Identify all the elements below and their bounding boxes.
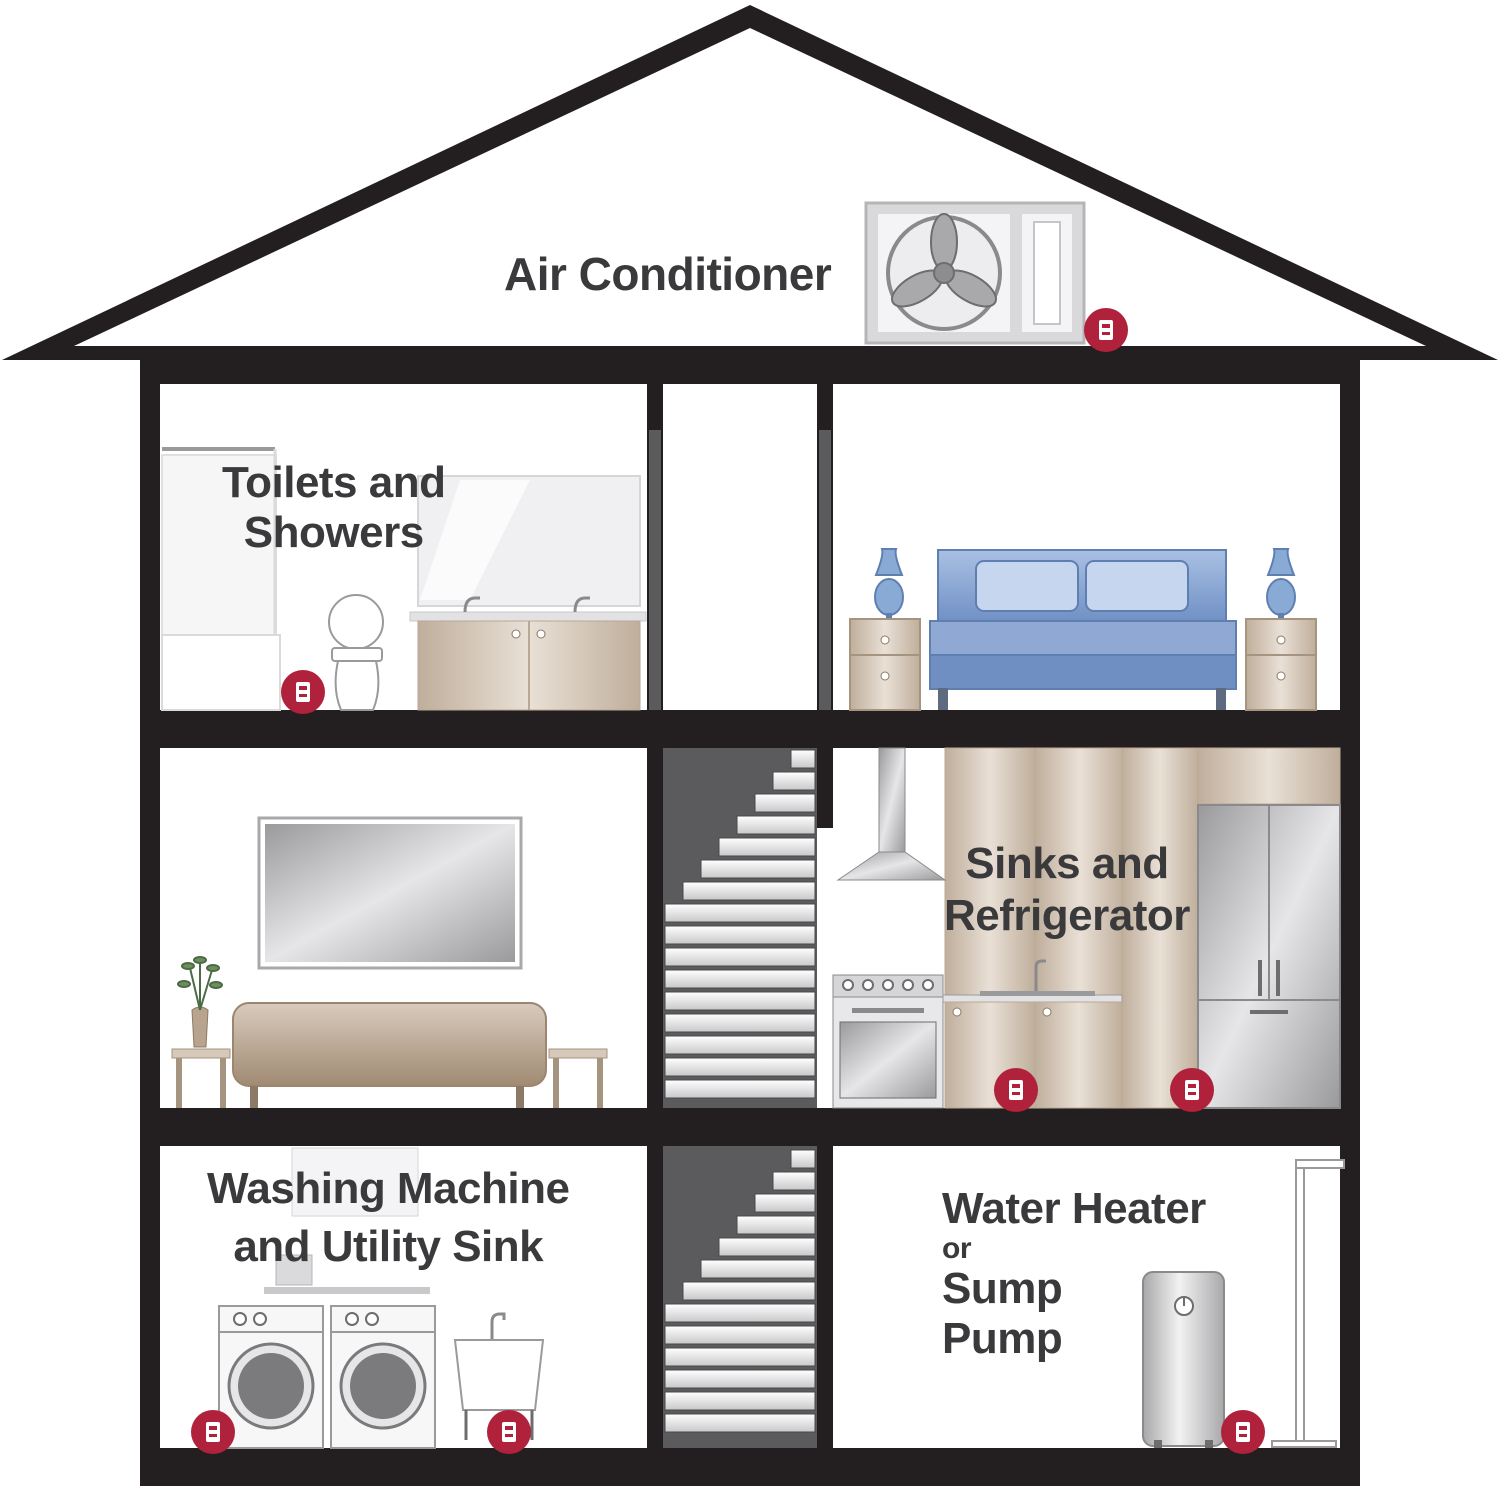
stair-step [754,793,816,813]
label-washing-line2: and Utility Sink [233,1222,544,1271]
leak-sensor-icon [994,1068,1038,1112]
air-conditioner-unit [864,201,1086,345]
label-water-heater-sump: Water Heater or Sump Pump [942,1184,1206,1364]
dryer [330,1305,436,1449]
stair-step [664,1369,816,1389]
utility-sink [453,1312,545,1440]
leak-sensor-icon [1221,1410,1265,1454]
label-sinks-line1: Sinks and [965,839,1169,888]
stove [832,974,944,1109]
label-air-conditioner-text: Air Conditioner [504,248,832,300]
laundry [218,1147,545,1449]
stair-step [664,947,816,967]
leak-sensor-icon [1084,308,1128,352]
stairs-main-steps [664,749,816,1099]
label-heater-or: or [942,1232,971,1265]
stair-step [664,1413,816,1433]
leak-sensor-icon [487,1410,531,1454]
bed [929,549,1237,710]
toilet [328,594,384,711]
stair-step [718,837,816,857]
label-washing-utility: Washing Machine and Utility Sink [207,1160,570,1276]
stair-step [736,1215,816,1235]
water-heater [1142,1271,1225,1448]
bathroom [161,447,647,711]
label-heater-line2: Sump [942,1264,1063,1313]
label-heater-line3: Pump [942,1314,1063,1363]
stair-step [700,859,816,879]
stair-step [664,1079,816,1099]
house-frame [140,346,1360,1486]
stair-step [664,1391,816,1411]
stair-step [664,1035,816,1055]
leak-sensor-icon [281,670,325,714]
label-toilets-line1: Toilets and [222,458,446,507]
sump-pump-pipe [1271,1159,1345,1448]
nightstand-left [849,548,921,711]
bedroom [849,548,1317,711]
stair-step [664,991,816,1011]
label-toilets-line2: Showers [243,508,424,557]
stair-step [664,1347,816,1367]
label-sinks-line2: Refrigerator [944,891,1190,940]
stair-step [700,1259,816,1279]
leak-sensor-icon [191,1410,235,1454]
roof [2,5,1498,360]
label-heater-line1: Water Heater [942,1184,1206,1233]
stair-step [664,1325,816,1345]
stair-step [682,881,816,901]
stair-step [682,1281,816,1301]
stair-step [718,1237,816,1257]
stair-step [790,749,816,769]
stair-step [772,1171,816,1191]
kitchen [832,747,1341,1109]
stair-step [790,1149,816,1169]
sofa [232,1002,547,1108]
stair-step [664,925,816,945]
stair-step [664,1013,816,1033]
washing-machine [218,1305,324,1449]
stair-step [754,1193,816,1213]
leak-sensor-icon [1170,1068,1214,1112]
living-room [171,816,608,1108]
label-sinks-refrigerator: Sinks and Refrigerator [944,838,1190,942]
stair-step [664,1057,816,1077]
stair-step [664,969,816,989]
refrigerator [1197,804,1341,1109]
stair-step [664,1303,816,1323]
utility-room [1142,1159,1345,1448]
range-hood [836,747,947,881]
label-air-conditioner: Air Conditioner [504,248,832,300]
plant [177,956,223,1048]
stairs-basement-steps [664,1149,816,1433]
stair-step [772,771,816,791]
leak-sensors [191,308,1265,1454]
stair-step [736,815,816,835]
fan-icon [891,213,997,308]
nightstand-right [1245,548,1317,711]
label-toilets-showers: Toilets and Showers [222,458,446,558]
stair-step [664,903,816,923]
label-washing-line1: Washing Machine [207,1164,570,1213]
